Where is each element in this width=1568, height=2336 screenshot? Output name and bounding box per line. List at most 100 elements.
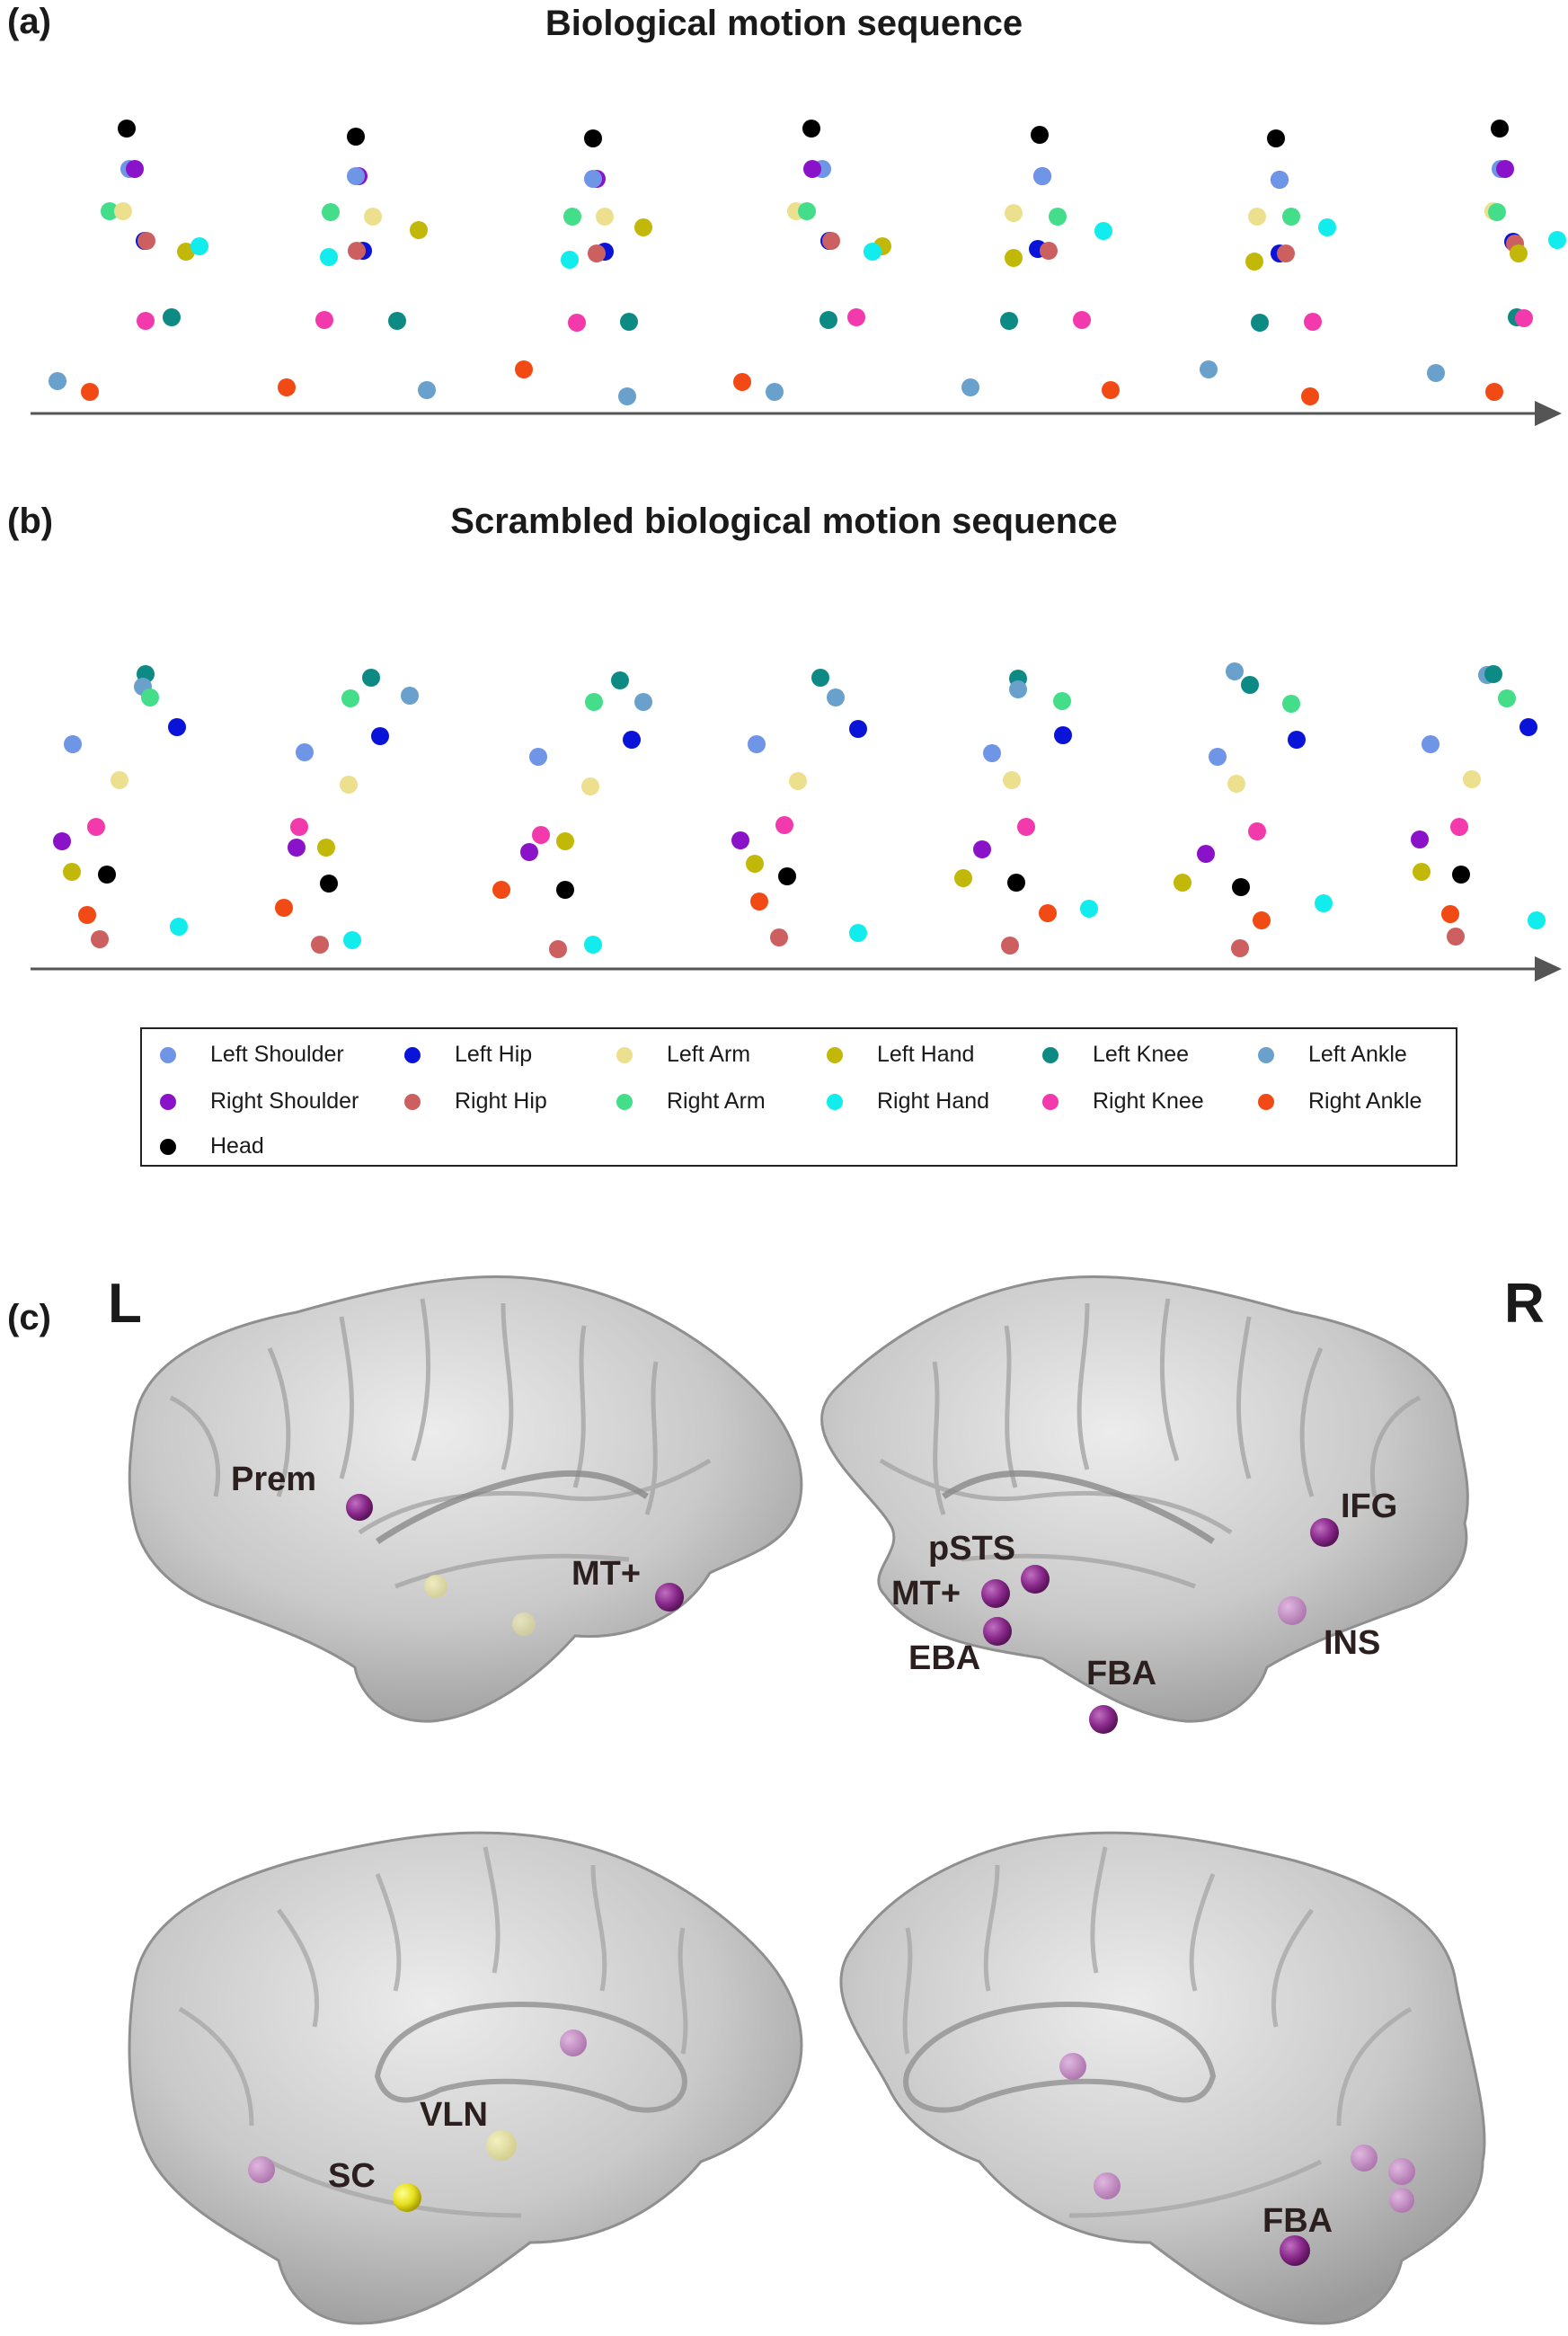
joint-dot: [1005, 249, 1023, 267]
joint-dot: [1452, 866, 1470, 884]
legend-swatch: [160, 1046, 176, 1063]
joint-dot: [1282, 695, 1300, 713]
joint-dot: [63, 863, 81, 881]
purple-faint-node: [560, 2030, 587, 2056]
joint-dot: [1245, 253, 1263, 271]
joint-dot: [620, 313, 638, 331]
joint-dot: [340, 776, 358, 794]
brain-sulcus: [902, 1846, 1413, 2218]
legend-swatch: [1042, 1046, 1059, 1063]
joint-dot: [731, 831, 749, 849]
legend-swatch: [160, 1138, 176, 1155]
joint-dot: [954, 869, 972, 887]
brain-left-medial: VLN SC: [128, 1831, 803, 2325]
brain-sulcus: [879, 1298, 1422, 1589]
joint-dot: [347, 167, 365, 185]
joint-dot: [1209, 748, 1227, 766]
joint-dot: [803, 160, 821, 178]
vln-node: [486, 2130, 517, 2161]
psts-label: pSTS: [928, 1530, 1015, 1568]
joint-dot: [529, 748, 547, 766]
joint-dot: [596, 208, 614, 226]
joint-dot: [733, 373, 751, 391]
joint-dot: [1005, 204, 1023, 222]
legend-label: Left Knee: [1093, 1042, 1190, 1067]
mt-label-left: MT+: [571, 1555, 641, 1593]
joint-dot: [1411, 830, 1429, 848]
corpus-callosum: [903, 2001, 1217, 2113]
joint-dot: [849, 924, 867, 942]
joint-dot: [1227, 775, 1245, 793]
brain-renderings: Prem MT+ IFG pSTS MT+ INS EBA FBA VLN SC: [128, 1275, 1486, 2325]
joint-dot: [746, 855, 764, 873]
joint-dot: [623, 731, 641, 749]
joint-dot: [1080, 900, 1098, 918]
joint-dot: [827, 688, 845, 706]
joint-dot: [288, 839, 306, 857]
fba-label-right-lateral: FBA: [1086, 1655, 1156, 1692]
joint-dot: [317, 839, 335, 857]
joint-dot: [584, 170, 602, 188]
joint-dot: [1450, 818, 1468, 836]
joint-dot: [819, 311, 837, 329]
joint-dot: [311, 936, 329, 954]
legend-label: Head: [210, 1133, 264, 1159]
joint-dot: [53, 832, 71, 850]
joint-dot: [296, 743, 314, 761]
joint-dot: [1510, 244, 1528, 262]
joint-dot: [1496, 160, 1514, 178]
joint-dot: [364, 208, 382, 226]
joint-dot: [1102, 381, 1120, 399]
joint-dot: [973, 840, 991, 858]
joint-dot: [1251, 314, 1269, 332]
mt-node-left: [655, 1583, 684, 1612]
legend-label: Right Knee: [1093, 1088, 1204, 1114]
joint-dot: [1463, 770, 1481, 788]
joint-dot: [1053, 692, 1071, 710]
purple-faint-node: [1351, 2145, 1378, 2172]
legend-item-right-hand: Right Hand: [827, 1088, 989, 1115]
joint-dot: [1318, 218, 1336, 236]
joint-dot: [1054, 726, 1072, 744]
joint-dot: [1301, 387, 1319, 405]
joint-dot: [118, 120, 136, 138]
joint-dot: [362, 669, 380, 687]
joint-dot: [1001, 937, 1019, 955]
legend-swatch: [1042, 1093, 1059, 1110]
legend-swatch: [404, 1046, 421, 1063]
joint-dot: [634, 693, 652, 711]
joint-dot: [98, 866, 116, 884]
legend-item-left-arm: Left Arm: [616, 1042, 750, 1068]
joint-dot: [520, 843, 538, 861]
joint-dot: [775, 816, 793, 834]
psts-node: [1021, 1565, 1050, 1594]
joint-dot: [111, 771, 128, 789]
joint-dot: [1073, 311, 1091, 329]
joint-dot: [1248, 822, 1266, 840]
corpus-callosum: [374, 2001, 687, 2113]
yellow-faint-node: [424, 1575, 447, 1598]
legend-label: Left Hand: [877, 1042, 975, 1067]
joint-dot: [388, 312, 406, 330]
legend-item-head: Head: [160, 1133, 264, 1159]
legend-item-left-ankle: Left Ankle: [1258, 1042, 1407, 1068]
joint-dot: [563, 208, 581, 226]
joint-dot: [618, 387, 636, 405]
joint-dot: [1007, 874, 1025, 892]
panel-c-label: (c): [7, 1298, 51, 1337]
legend-swatch: [404, 1093, 421, 1110]
joint-dot: [802, 120, 820, 138]
fba-node-right-medial: [1280, 2235, 1310, 2266]
legend-swatch: [616, 1093, 633, 1110]
brain-outline: [839, 1831, 1486, 2325]
brain-sulcus: [178, 1846, 688, 2218]
purple-faint-node: [1388, 2158, 1415, 2185]
legend-item-left-hand: Left Hand: [827, 1042, 974, 1068]
legend-item-left-hip: Left Hip: [404, 1042, 532, 1068]
panel-b-title: Scrambled biological motion sequence: [450, 502, 1118, 541]
ifg-node: [1310, 1518, 1339, 1547]
joint-dot: [371, 727, 389, 745]
legend-label: Left Shoulder: [210, 1042, 344, 1067]
joint-dot: [1039, 904, 1057, 922]
joint-dot: [1040, 242, 1058, 260]
